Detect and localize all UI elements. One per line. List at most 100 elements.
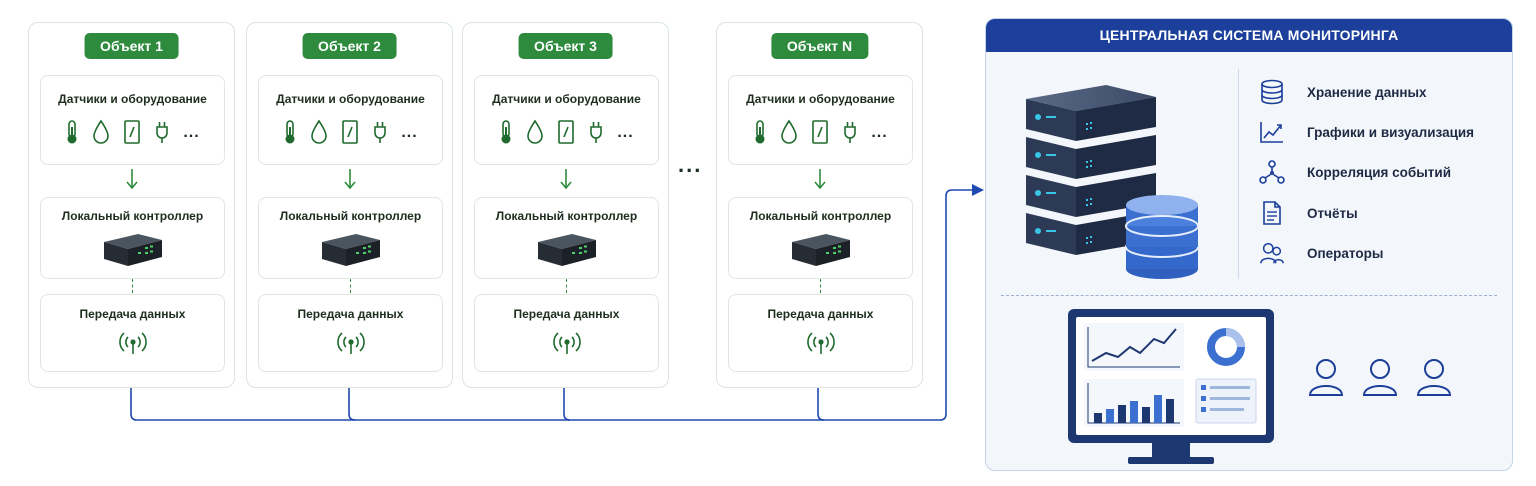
sensors-section: Датчики и оборудование ... bbox=[728, 75, 913, 165]
feature-label: Отчёты bbox=[1307, 205, 1358, 221]
more-sensors-icon: ... bbox=[617, 124, 634, 141]
feature-charts: Графики и визуализация bbox=[1259, 119, 1474, 145]
feature-reports: Отчёты bbox=[1259, 200, 1358, 226]
arrow-down-icon bbox=[813, 169, 826, 190]
object-card: Объект 2 Датчики и оборудование ... Лока… bbox=[246, 22, 453, 388]
thermometer-icon bbox=[67, 120, 77, 144]
user-icon bbox=[1308, 359, 1344, 396]
arrow-down-icon bbox=[125, 169, 138, 190]
power-plug-icon bbox=[844, 122, 857, 143]
dashed-connector bbox=[819, 279, 821, 293]
user-icon bbox=[1362, 359, 1398, 396]
user-icon bbox=[1416, 359, 1452, 396]
door-sensor-icon bbox=[342, 120, 359, 144]
feature-label: Операторы bbox=[1307, 245, 1384, 261]
object-title: Объект 2 bbox=[302, 33, 397, 59]
line-chart-icon bbox=[1260, 122, 1283, 143]
feature-label: Корреляция событий bbox=[1307, 164, 1451, 180]
operator-users bbox=[1308, 357, 1452, 397]
thermometer-icon bbox=[285, 120, 295, 144]
feature-label: Графики и визуализация bbox=[1307, 124, 1475, 140]
central-monitoring-panel: ЦЕНТРАЛЬНАЯ СИСТЕМА МОНИТОРИНГА bbox=[985, 18, 1513, 471]
wireless-antenna-icon bbox=[552, 332, 581, 354]
sensors-title: Датчики и оборудование bbox=[492, 92, 641, 106]
dashboard-monitor-icon bbox=[1068, 309, 1274, 464]
more-sensors-icon: ... bbox=[183, 124, 200, 141]
thermometer-icon bbox=[501, 120, 511, 144]
arrow-down-icon bbox=[559, 169, 572, 190]
donut-chart-widget bbox=[1207, 328, 1245, 366]
arrow-head-icon bbox=[972, 184, 984, 196]
sensors-title: Датчики и оборудование bbox=[746, 92, 895, 106]
transmission-title: Передача данных bbox=[297, 307, 404, 321]
transmission-section: Передача данных bbox=[40, 294, 225, 372]
wireless-antenna-icon bbox=[806, 332, 835, 354]
object-title: Объект N bbox=[770, 33, 869, 59]
arrow-down-icon bbox=[343, 169, 356, 190]
wireless-antenna-icon bbox=[118, 332, 147, 354]
database-icon bbox=[1261, 79, 1283, 105]
dashed-connector bbox=[565, 279, 567, 293]
thermometer-icon bbox=[755, 120, 765, 144]
water-drop-icon bbox=[93, 119, 110, 144]
feature-operators: Операторы bbox=[1259, 240, 1383, 266]
door-sensor-icon bbox=[558, 120, 575, 144]
object-title: Объект 1 bbox=[84, 33, 179, 59]
controller-title: Локальный контроллер bbox=[749, 209, 892, 223]
sensors-title: Датчики и оборудование bbox=[58, 92, 207, 106]
feature-storage: Хранение данных bbox=[1259, 79, 1427, 105]
power-plug-icon bbox=[156, 122, 169, 143]
door-sensor-icon bbox=[124, 120, 141, 144]
controller-section: Локальный контроллер bbox=[258, 197, 443, 279]
controller-title: Локальный контроллер bbox=[279, 209, 422, 223]
controller-device-icon bbox=[103, 234, 162, 266]
transmission-section: Передача данных bbox=[258, 294, 443, 372]
central-title: ЦЕНТРАЛЬНАЯ СИСТЕМА МОНИТОРИНГА bbox=[986, 19, 1512, 52]
transmission-section: Передача данных bbox=[474, 294, 659, 372]
object-card: Объект 1 Датчики и оборудование ... Лока… bbox=[28, 22, 235, 388]
server-stack-icon bbox=[1026, 85, 1199, 279]
database-cylinder-icon bbox=[1125, 195, 1199, 279]
object-card: Объект N Датчики и оборудование ... Лока… bbox=[716, 22, 923, 388]
network-icon bbox=[1259, 160, 1285, 184]
object-card: Объект 3 Датчики и оборудование ... Лока… bbox=[462, 22, 669, 388]
feature-list: Хранение данных Графики и визуализация К… bbox=[1238, 69, 1499, 279]
controller-section: Локальный контроллер bbox=[40, 197, 225, 279]
water-drop-icon bbox=[781, 119, 798, 144]
transmission-title: Передача данных bbox=[513, 307, 620, 321]
report-icon bbox=[1263, 201, 1281, 225]
more-objects-ellipsis: ... bbox=[678, 152, 703, 177]
section-divider bbox=[1001, 295, 1497, 296]
transmission-section: Передача данных bbox=[728, 294, 913, 372]
controller-section: Локальный контроллер bbox=[474, 197, 659, 279]
wireless-antenna-icon bbox=[336, 332, 365, 354]
feature-correlation: Корреляция событий bbox=[1259, 159, 1451, 185]
sensors-title: Датчики и оборудование bbox=[276, 92, 425, 106]
controller-device-icon bbox=[321, 234, 380, 266]
more-sensors-icon: ... bbox=[871, 124, 888, 141]
sensors-section: Датчики и оборудование ... bbox=[40, 75, 225, 165]
line-chart-widget bbox=[1084, 323, 1184, 371]
controller-title: Локальный контроллер bbox=[495, 209, 638, 223]
object-title: Объект 3 bbox=[518, 33, 613, 59]
checklist-widget bbox=[1195, 378, 1257, 424]
server-unit bbox=[1026, 85, 1156, 141]
transmission-title: Передача данных bbox=[79, 307, 186, 321]
dashed-connector bbox=[131, 279, 133, 293]
sensors-section: Датчики и оборудование ... bbox=[258, 75, 443, 165]
water-drop-icon bbox=[527, 119, 544, 144]
sensors-section: Датчики и оборудование ... bbox=[474, 75, 659, 165]
more-sensors-icon: ... bbox=[401, 124, 418, 141]
controller-device-icon bbox=[537, 234, 596, 266]
power-plug-icon bbox=[374, 122, 387, 143]
operators-icon bbox=[1260, 242, 1284, 264]
controller-device-icon bbox=[791, 234, 850, 266]
dashed-connector bbox=[349, 279, 351, 293]
bar-chart-widget bbox=[1084, 379, 1184, 427]
feature-label: Хранение данных bbox=[1307, 84, 1427, 100]
door-sensor-icon bbox=[812, 120, 829, 144]
controller-section: Локальный контроллер bbox=[728, 197, 913, 279]
controller-title: Локальный контроллер bbox=[61, 209, 204, 223]
water-drop-icon bbox=[311, 119, 328, 144]
